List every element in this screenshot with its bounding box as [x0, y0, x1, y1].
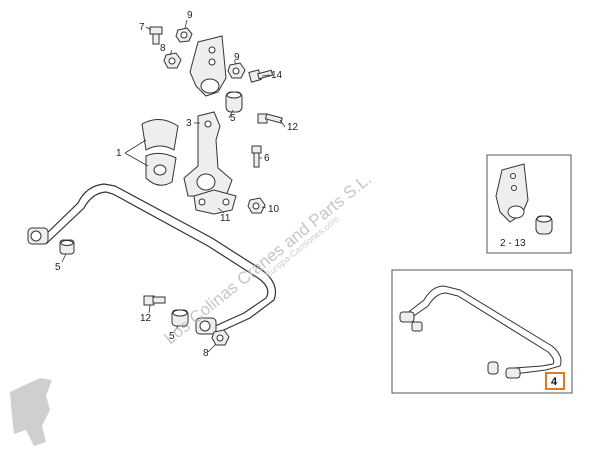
nut-10 — [247, 197, 266, 214]
callout-12: 12 — [287, 122, 299, 133]
clamp-bushing-1 — [141, 119, 179, 186]
bushing-5-bottom — [171, 309, 189, 327]
bolt-12-bottom — [143, 295, 166, 306]
watermark-logo — [10, 378, 52, 446]
stabilizer-bracket-3 — [183, 111, 233, 197]
callout-8: 8 — [160, 43, 166, 54]
selected-part-highlight[interactable] — [545, 372, 565, 390]
callout-9: 9 — [234, 52, 240, 63]
inset-stabilizer-bar: 4 — [391, 269, 573, 394]
callout-5: 5 — [55, 262, 61, 273]
inset-bracket-kit: 2 - 13 — [486, 154, 572, 254]
bushing-5-left — [59, 239, 75, 255]
callout-5: 5 — [230, 113, 236, 124]
leader-lines — [61, 19, 286, 353]
callout-10: 10 — [268, 204, 280, 215]
nut-8-top — [163, 52, 182, 69]
stabilizer-bar-main — [41, 183, 277, 335]
bolt-12-top — [257, 113, 283, 124]
callout-14: 14 — [271, 70, 283, 81]
inset-bracket-plate — [495, 163, 529, 223]
selected-part-number: 4 — [551, 376, 558, 388]
callout-7: 7 — [139, 22, 145, 33]
bolt-14 — [248, 69, 274, 83]
bolt-6 — [251, 145, 262, 168]
clamp-11 — [193, 189, 237, 215]
callout-numbers: 7 9 8 9 14 5 3 12 1 6 11 10 5 12 5 8 — [55, 10, 299, 359]
callout-9: 9 — [187, 10, 193, 21]
callout-12: 12 — [140, 313, 152, 324]
nut-8-bottom — [211, 329, 230, 346]
mounting-bracket — [189, 35, 227, 97]
callout-8: 8 — [203, 348, 209, 359]
bar-end-left — [27, 227, 49, 245]
callout-3: 3 — [186, 118, 192, 129]
inset-bushing — [535, 215, 553, 235]
callout-1: 1 — [116, 148, 122, 159]
bushing-5-top — [225, 91, 243, 113]
inset-kit-label: 2 - 13 — [500, 238, 526, 249]
callout-5: 5 — [169, 331, 175, 342]
bar-end-right — [195, 317, 217, 335]
nut-9-top — [175, 27, 193, 43]
callout-11: 11 — [220, 213, 231, 224]
nut-9-right — [227, 62, 246, 79]
callout-6: 6 — [264, 153, 270, 164]
bolt-7 — [149, 26, 163, 45]
